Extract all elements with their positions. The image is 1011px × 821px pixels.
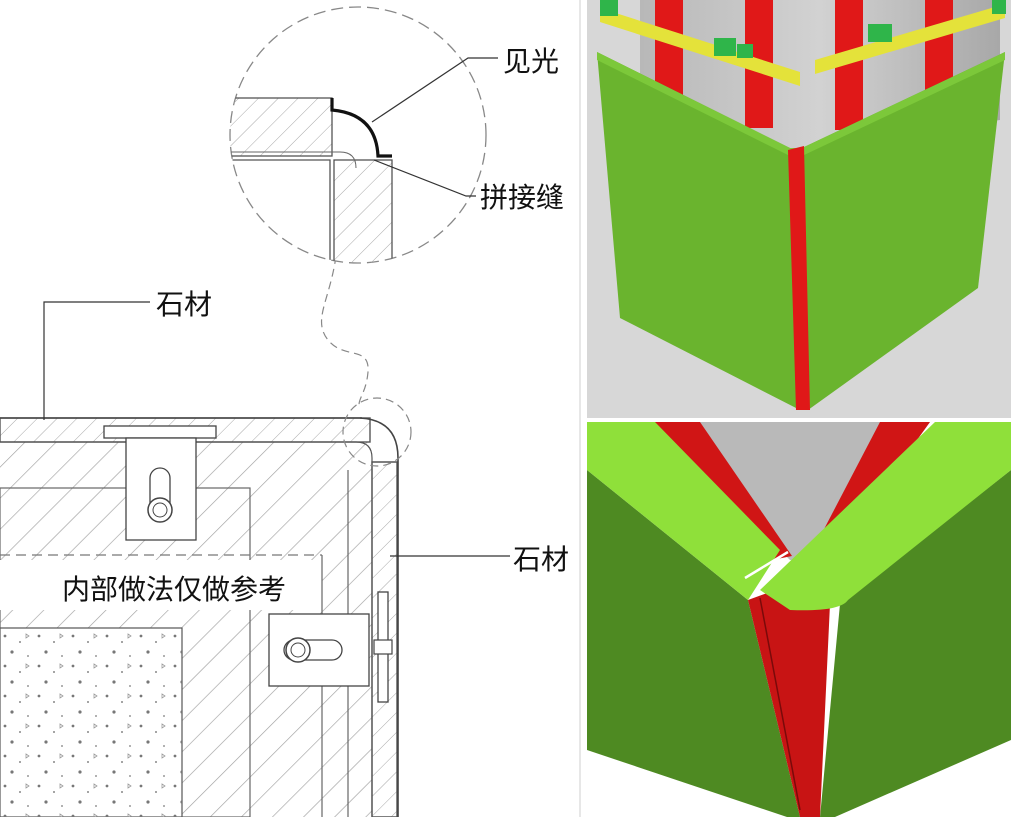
leader-splice-seam (373, 159, 476, 197)
label-visible-light: 见光 (503, 45, 559, 78)
detail-marker-circle (342, 397, 412, 467)
concrete-texture (0, 628, 182, 817)
top-render-right-panel (802, 52, 1005, 410)
leader-lines (43, 57, 510, 557)
label-stone-right: 石材 (513, 543, 569, 576)
cad-section-drawing (0, 6, 487, 818)
leader-visible-light (371, 57, 498, 123)
top-render-red-seam (788, 146, 810, 410)
note-background (0, 560, 322, 610)
label-interior-note: 内部做法仅做参考 (62, 573, 286, 606)
top-render-left-panel (597, 52, 800, 410)
render-top-exterior (587, 0, 1011, 418)
zoom-detail (229, 6, 487, 264)
label-stone-top: 石材 (156, 288, 212, 321)
render-bottom-top-view (587, 422, 1011, 817)
stone-corner-round (359, 417, 399, 817)
bottom-render-right-top (760, 422, 1011, 611)
top-anchor-bracket (103, 425, 217, 541)
leader-stone-top (43, 301, 150, 420)
panel-divider (579, 0, 587, 817)
detail-connector-curve (320, 255, 369, 409)
label-splice-seam: 拼接缝 (480, 181, 564, 214)
bottom-render-left-top (587, 422, 780, 600)
stone-inner-line (0, 441, 373, 817)
right-anchor-bracket (268, 591, 393, 703)
rounded-edge-visible (330, 98, 392, 158)
